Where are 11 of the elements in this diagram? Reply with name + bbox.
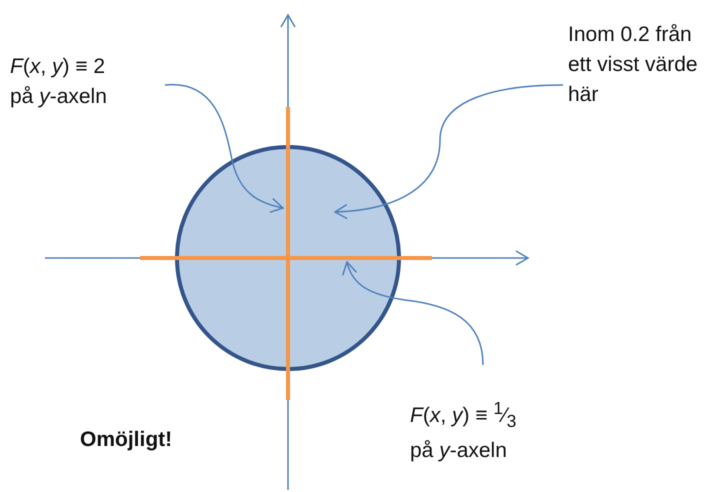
leader-line: [164, 84, 284, 213]
horizontal-segment: [140, 256, 432, 260]
annotation-text: på y-axeln: [410, 438, 508, 464]
annotation-text: Inom 0.2 från ett visst värde här: [568, 22, 699, 108]
note: Omöjligt!: [80, 427, 172, 453]
leader-line: [334, 84, 564, 219]
annotation-text: på y-axeln: [10, 84, 107, 110]
annotation-text: F(x, y) ≡ $^{1}$⁄$_{3}$: [410, 397, 516, 434]
annotation-text: F(x, y) ≡ 2: [10, 54, 106, 80]
leader-line: [342, 261, 484, 366]
vertical-segment: [286, 107, 290, 400]
